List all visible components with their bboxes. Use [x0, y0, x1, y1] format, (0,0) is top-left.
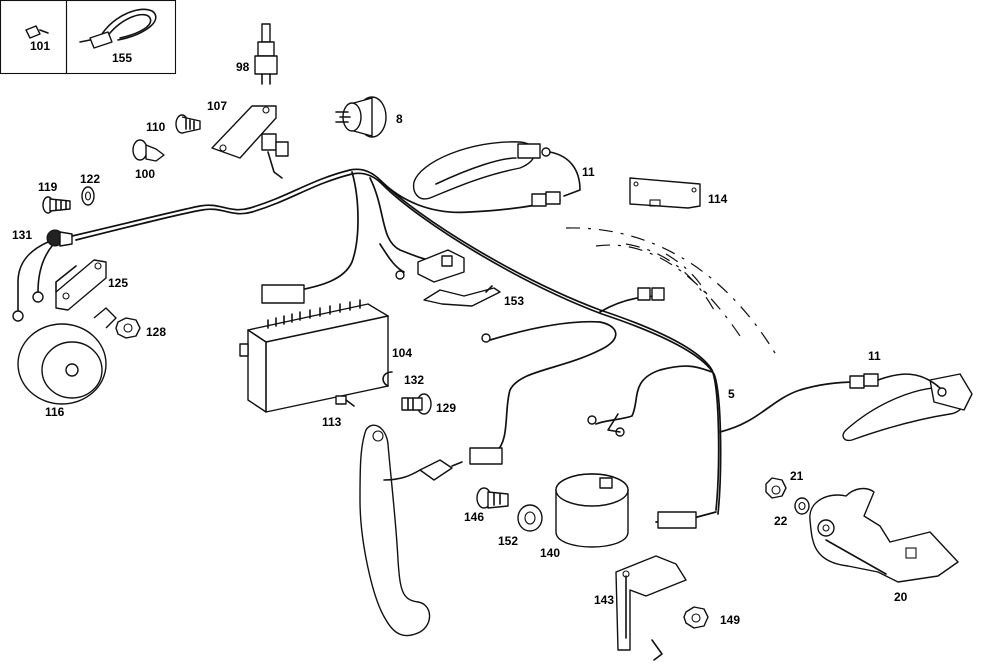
door-handle-11b: [842, 373, 973, 442]
callout-98: 98: [236, 60, 250, 74]
callout-119: 119: [38, 180, 58, 194]
callout-101: 101: [30, 39, 50, 53]
bolt-21: [765, 477, 787, 499]
callout-128: 128: [146, 325, 166, 339]
nut-128: [115, 317, 141, 339]
callout-11-lower: 11: [868, 349, 881, 363]
callout-100: 100: [135, 167, 155, 181]
callout-20: 20: [894, 590, 908, 604]
callout-5: 5: [728, 387, 735, 401]
lever-bracket-20: [809, 487, 959, 583]
callout-labels: 101 155 98 8 107 110 100 119 122 131 125…: [12, 39, 908, 627]
washer-22: [794, 497, 810, 515]
bracket-114: [629, 177, 701, 209]
bracket-153: [423, 285, 501, 307]
callout-122: 122: [80, 172, 100, 186]
bushing-152: [517, 504, 543, 532]
bolt-129: [401, 393, 432, 415]
callout-155: 155: [112, 51, 132, 65]
callout-153: 153: [504, 294, 524, 308]
horn-116: [17, 307, 117, 405]
callout-152: 152: [498, 534, 518, 548]
inset-frame: [0, 0, 177, 75]
bracket-107: [211, 105, 289, 179]
harness-connectors: [261, 191, 697, 529]
bracket-125: [55, 259, 107, 311]
bolt-146: [476, 487, 509, 509]
washer-122: [81, 186, 95, 206]
pin-113: [335, 395, 355, 407]
callout-149: 149: [720, 613, 740, 627]
callout-116: 116: [45, 405, 65, 419]
pedal-assembly: [359, 424, 463, 637]
callout-131: 131: [12, 228, 32, 242]
clip-132: [382, 371, 393, 387]
callout-21: 21: [790, 469, 804, 483]
relay-part: [417, 249, 465, 283]
switch-98: [254, 23, 278, 85]
bolt-119: [42, 196, 71, 214]
bracket-143: [615, 555, 687, 661]
terminal-131: [12, 229, 73, 322]
buzzer-140: [555, 473, 629, 548]
callout-146: 146: [464, 510, 484, 524]
callout-125: 125: [108, 276, 128, 290]
callout-132: 132: [404, 373, 424, 387]
callout-143: 143: [594, 593, 614, 607]
cable-tie-155: [79, 8, 157, 49]
wiring-harness-5: [71, 168, 857, 523]
body-outline: [565, 227, 779, 359]
callout-11-upper: 11: [582, 165, 595, 179]
callout-110: 110: [146, 120, 166, 134]
callout-140: 140: [540, 546, 560, 560]
callout-104: 104: [392, 346, 412, 360]
clip-101: [25, 25, 49, 39]
connector-8: [335, 96, 387, 138]
callout-114: 114: [708, 192, 728, 206]
control-unit-104: [239, 299, 389, 413]
callout-129: 129: [436, 401, 456, 415]
bolt-110: [175, 114, 201, 134]
screw-100: [132, 139, 165, 162]
callout-8: 8: [396, 112, 403, 126]
callout-113: 113: [322, 415, 342, 429]
callout-22: 22: [774, 514, 788, 528]
door-handle-11a: [412, 141, 581, 200]
callout-107: 107: [207, 99, 227, 113]
nut-149: [683, 606, 709, 629]
